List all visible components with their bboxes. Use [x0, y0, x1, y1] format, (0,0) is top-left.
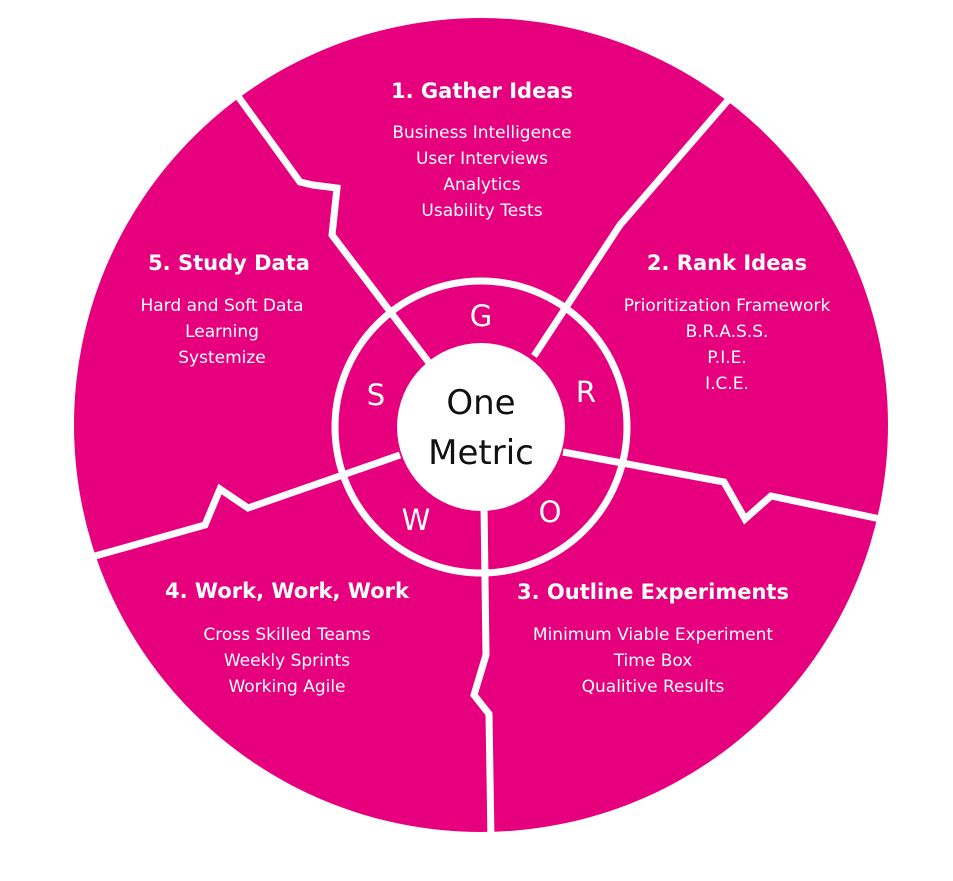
- segment-item: Usability Tests: [421, 201, 542, 221]
- segment-item: Cross Skilled Teams: [203, 625, 370, 645]
- ring-letter-o: O: [539, 495, 562, 529]
- segment-item: Working Agile: [228, 677, 345, 697]
- segment-work: 4. Work, Work, Work Cross Skilled Teams …: [165, 579, 410, 697]
- segment-title: 3. Outline Experiments: [517, 580, 789, 604]
- segment-item: Weekly Sprints: [224, 651, 350, 671]
- divider-work-study: [94, 451, 402, 560]
- segment-outline-experiments: 3. Outline Experiments Minimum Viable Ex…: [517, 580, 789, 697]
- segment-item: P.I.E.: [707, 348, 747, 368]
- divider-rank-outline: [562, 448, 886, 525]
- center-circle: [397, 343, 565, 511]
- divider-study-gather: [229, 85, 433, 367]
- segment-gather-ideas: 1. Gather Ideas Business Intelligence Us…: [391, 79, 573, 221]
- segment-rank-ideas: 2. Rank Ideas Prioritization Framework B…: [624, 251, 831, 394]
- segment-item: Time Box: [613, 651, 693, 671]
- segment-item: Hard and Soft Data: [140, 296, 303, 316]
- segment-title: 1. Gather Ideas: [391, 79, 573, 103]
- segment-title: 5. Study Data: [148, 251, 310, 275]
- segment-dividers: [94, 85, 886, 841]
- segment-item: Systemize: [178, 348, 266, 368]
- ring-letter-r: R: [576, 375, 596, 409]
- center-label-line2: Metric: [428, 433, 534, 473]
- segment-item: Qualitive Results: [582, 677, 725, 697]
- divider-outline-work: [470, 504, 495, 841]
- ring-letter-w: W: [402, 503, 431, 537]
- segment-study-data: 5. Study Data Hard and Soft Data Learnin…: [140, 251, 309, 368]
- segment-item: User Interviews: [416, 149, 548, 169]
- segment-item: Analytics: [443, 175, 520, 195]
- ring-letter-g: G: [470, 299, 492, 333]
- segment-item: I.C.E.: [705, 374, 749, 394]
- segment-item: Minimum Viable Experiment: [533, 625, 774, 645]
- segment-item: B.R.A.S.S.: [686, 322, 769, 342]
- segment-title: 4. Work, Work, Work: [165, 579, 410, 603]
- segment-title: 2. Rank Ideas: [647, 251, 807, 275]
- divider-gather-rank: [531, 95, 733, 358]
- segment-item: Learning: [185, 322, 259, 342]
- center-label-line1: One: [446, 383, 515, 423]
- ring-letter-s: S: [367, 378, 385, 412]
- segment-item: Business Intelligence: [392, 123, 571, 143]
- inner-ring: [331, 277, 631, 577]
- segment-item: Prioritization Framework: [624, 296, 831, 316]
